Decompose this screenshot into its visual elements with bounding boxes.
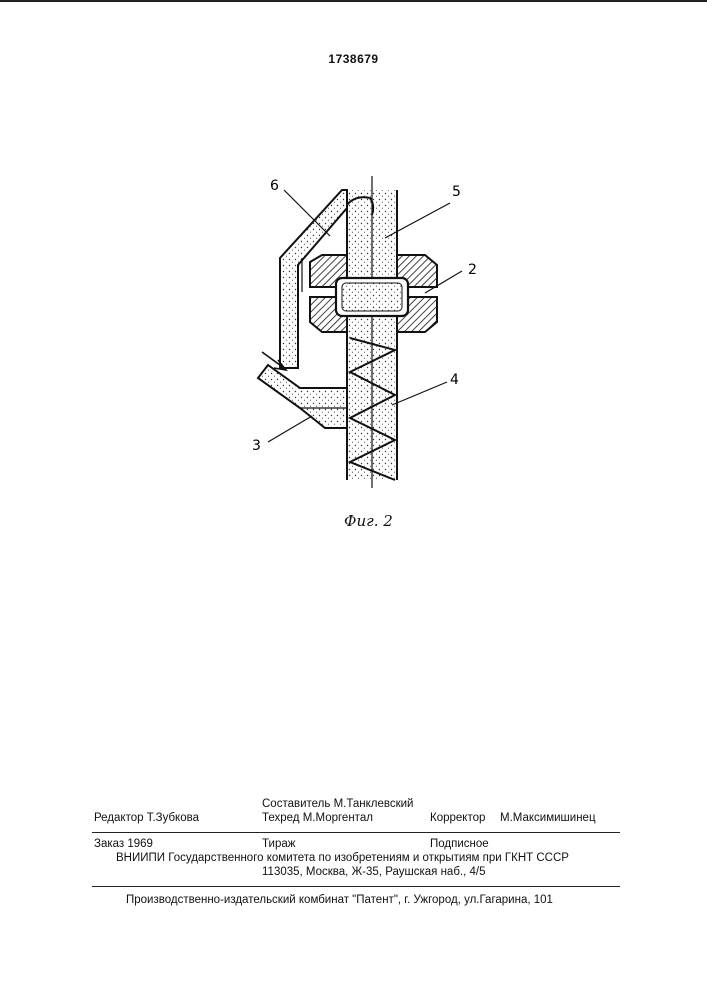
editor: Редактор Т.Зубкова	[94, 812, 199, 824]
vniipi-line: ВНИИПИ Государственного комитета по изоб…	[116, 852, 569, 864]
corrector-label: Корректор	[430, 812, 485, 824]
address-line: 113035, Москва, Ж-35, Раушская наб., 4/5	[262, 866, 485, 878]
technical-drawing: 6 5 2 4 3	[0, 0, 707, 560]
circulation: Тираж	[262, 838, 295, 850]
corrector-name: М.Максимишинец	[500, 812, 596, 824]
label-6: 6	[270, 178, 279, 194]
leader-line-3	[268, 416, 312, 442]
divider	[92, 886, 620, 887]
figure-caption: Фиг. 2	[344, 512, 393, 530]
label-5: 5	[452, 184, 461, 200]
order-number: Заказ 1969	[94, 838, 153, 850]
leader-line-4	[392, 382, 447, 405]
divider	[92, 832, 620, 833]
tech-editor: Техред М.Моргентал	[262, 812, 373, 824]
label-4: 4	[450, 372, 459, 388]
inlet-pipe	[258, 352, 347, 428]
publisher-line: Производственно-издательский комбинат "П…	[126, 894, 553, 906]
label-3: 3	[252, 438, 261, 454]
label-2: 2	[468, 262, 477, 278]
vertical-tube	[347, 176, 397, 488]
compiler: Составитель М.Танклевский	[262, 798, 413, 810]
subscription: Подписное	[430, 838, 489, 850]
